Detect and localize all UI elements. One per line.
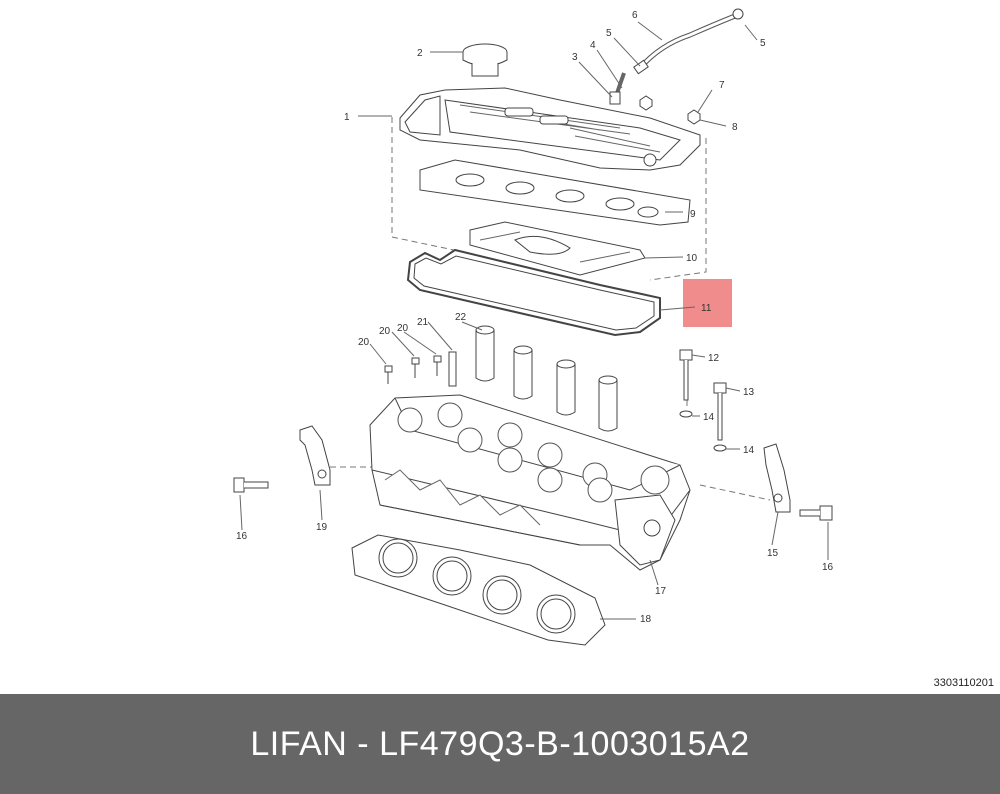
callout-16: 16	[822, 562, 834, 573]
valve-cover-gasket	[406, 248, 661, 337]
callout-11: 11	[701, 303, 712, 314]
callout-5: 5	[606, 28, 612, 39]
callout-10: 10	[686, 253, 698, 264]
callout-4: 4	[590, 40, 596, 51]
exploded-parts-diagram: 1 2 3 4 5 5 6 7 8 9 10 11 12 13 14 14 15…	[233, 8, 834, 646]
callout-16: 16	[236, 531, 248, 542]
callout-6: 6	[632, 10, 638, 21]
callout-15: 15	[767, 548, 779, 559]
callout-20: 20	[397, 323, 409, 334]
callout-21: 21	[417, 317, 429, 328]
oil-baffle-plate	[469, 221, 646, 276]
lifting-brackets	[299, 425, 791, 513]
callout-22: 22	[455, 312, 467, 323]
callout-14: 14	[743, 445, 755, 456]
oil-filler-cap	[462, 43, 508, 77]
breather-hose	[609, 8, 744, 105]
diagram-code: 3303110201	[933, 677, 994, 689]
callout-5: 5	[760, 38, 766, 49]
cylinder-head-gasket	[351, 534, 606, 646]
callout-2: 2	[417, 48, 423, 59]
callout-17: 17	[655, 586, 667, 597]
nuts	[639, 95, 701, 125]
callout-9: 9	[690, 209, 696, 220]
footer-bar: LIFAN - LF479Q3-B-1003015A2	[0, 694, 1000, 794]
callout-18: 18	[640, 614, 652, 625]
cam-cap-bolts	[384, 351, 457, 387]
callout-20: 20	[379, 326, 391, 337]
callout-8: 8	[732, 122, 738, 133]
plug-seal-plate	[419, 159, 691, 226]
cylinder-head	[369, 394, 691, 571]
leader-lines	[239, 21, 829, 620]
highlight-box-11	[683, 279, 732, 327]
valve-cover	[399, 87, 701, 171]
callout-3: 3	[572, 52, 578, 63]
callout-12: 12	[708, 353, 720, 364]
part-title: LIFAN - LF479Q3-B-1003015A2	[250, 724, 750, 763]
assembly-guide-lines	[330, 117, 771, 501]
callout-1: 1	[344, 112, 350, 123]
bracket-bolts	[233, 477, 833, 521]
head-bolts	[679, 349, 727, 452]
callout-7: 7	[719, 80, 725, 91]
callout-13: 13	[743, 387, 755, 398]
callout-14: 14	[703, 412, 715, 423]
callout-20: 20	[358, 337, 370, 348]
spark-plug-tubes	[475, 325, 618, 432]
callout-19: 19	[316, 522, 328, 533]
callout-numbers: 1 2 3 4 5 5 6 7 8 9 10 11 12 13 14 14 15…	[236, 10, 834, 625]
